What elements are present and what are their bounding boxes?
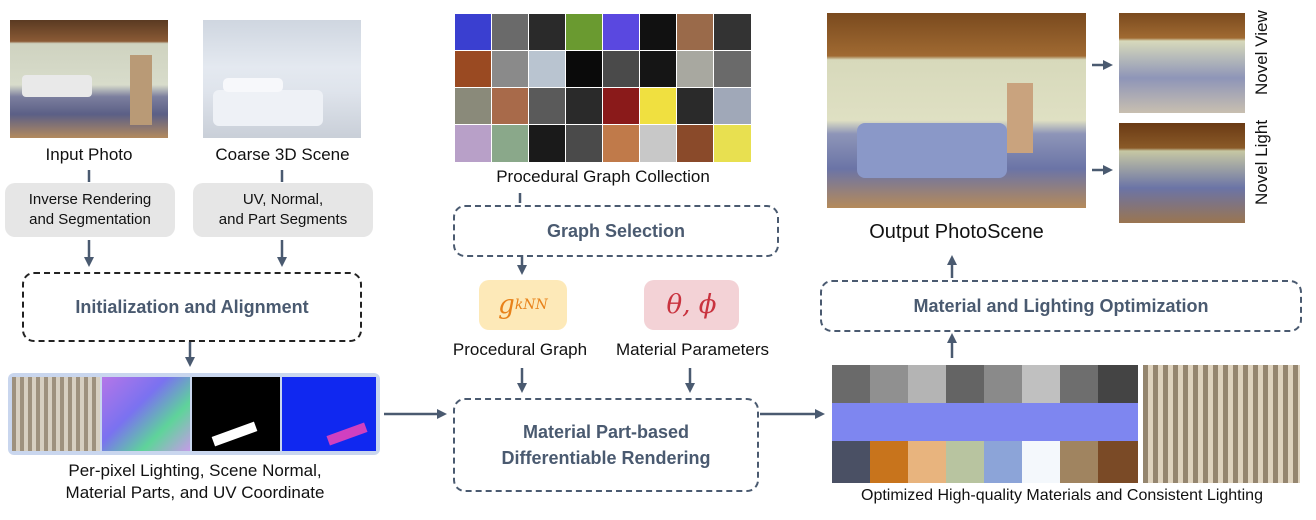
graph-selection-text: Graph Selection (546, 220, 686, 241)
per-pixel-strip (8, 373, 380, 455)
novel-view-image (1119, 13, 1245, 113)
graph-selection-box: Graph Selection (453, 205, 779, 257)
theta-phi-badge: θ, ϕ (644, 280, 739, 330)
lighting-map (12, 377, 100, 451)
mat-light-opt-text: Material and Lighting Optimization (913, 295, 1209, 316)
inverse-rendering-box: Inverse Rendering and Segmentation (5, 183, 175, 237)
per-pixel-label: Per-pixel Lighting, Scene Normal, Materi… (65, 461, 325, 502)
material-swatches (832, 365, 1138, 483)
mat-light-opt-box: Material and Lighting Optimization (820, 280, 1302, 332)
inverse-rendering-text: Inverse Rendering and Segmentation (28, 191, 152, 228)
lighting-texture (1143, 365, 1300, 483)
theta-phi-text: θ, ϕ (666, 290, 717, 320)
material-params-label: Material Parameters (615, 340, 770, 359)
optimized-label: Optimized High-quality Materials and Con… (861, 487, 1263, 504)
novel-light-image (1119, 123, 1245, 223)
output-photoscene-image (827, 13, 1086, 208)
parts-map (192, 377, 280, 451)
gknn-sup: kNN (514, 297, 548, 313)
graph-collection-grid (455, 14, 751, 162)
normal-map (102, 377, 190, 451)
procedural-graph-label: Procedural Graph (452, 340, 588, 359)
init-align-box: Initialization and Alignment (22, 272, 362, 342)
gknn-base: g (498, 290, 515, 320)
input-photo-image (10, 20, 168, 138)
coarse-scene-image (203, 20, 361, 138)
uv-normal-box: UV, Normal, and Part Segments (193, 183, 373, 237)
graph-collection-label: Procedural Graph Collection (496, 167, 710, 186)
uv-normal-text: UV, Normal, and Part Segments (218, 191, 348, 228)
input-photo-label: Input Photo (45, 145, 133, 164)
uv-map (282, 377, 376, 451)
output-photoscene-label: Output PhotoScene (869, 221, 1044, 243)
diff-rendering-box: Material Part-based Differentiable Rende… (453, 398, 759, 492)
diff-rendering-text: Material Part-based Differentiable Rende… (501, 422, 711, 468)
init-align-text: Initialization and Alignment (75, 296, 309, 317)
coarse-scene-label: Coarse 3D Scene (215, 145, 350, 164)
